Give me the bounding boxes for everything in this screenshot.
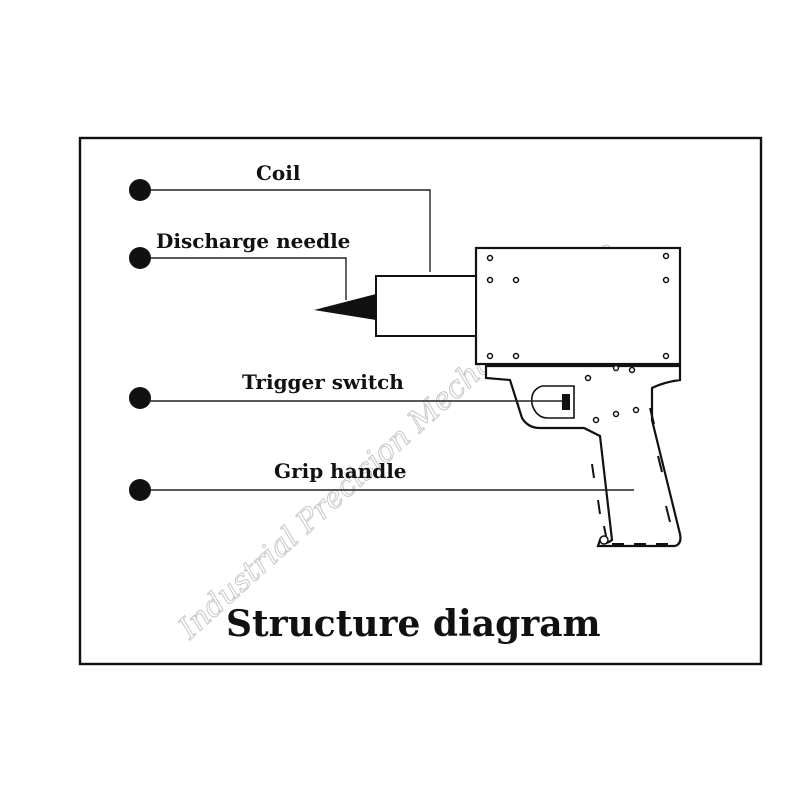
trigger xyxy=(562,394,570,410)
callout-dot-grip-handle xyxy=(129,479,151,501)
diagram-title: Structure diagram xyxy=(226,603,601,645)
callout-dot-discharge-needle xyxy=(129,247,151,269)
callout-discharge-needle xyxy=(129,247,347,300)
callout-dot-coil xyxy=(129,179,151,201)
callout-grip-handle xyxy=(129,479,634,501)
tool-drawing xyxy=(314,246,682,548)
callout-coil xyxy=(129,179,431,272)
coil-housing xyxy=(474,246,682,366)
callout-dot-trigger-switch xyxy=(129,387,151,409)
label-discharge-needle: Discharge needle xyxy=(156,229,350,253)
housing-holes xyxy=(486,252,670,360)
label-trigger-switch: Trigger switch xyxy=(242,370,404,394)
grip-holes xyxy=(584,364,640,545)
discharge-needle-tip xyxy=(314,294,376,320)
label-grip-handle: Grip handle xyxy=(274,459,407,483)
barrel xyxy=(375,275,477,337)
callout-trigger-switch xyxy=(129,387,562,409)
label-coil: Coil xyxy=(256,161,301,185)
